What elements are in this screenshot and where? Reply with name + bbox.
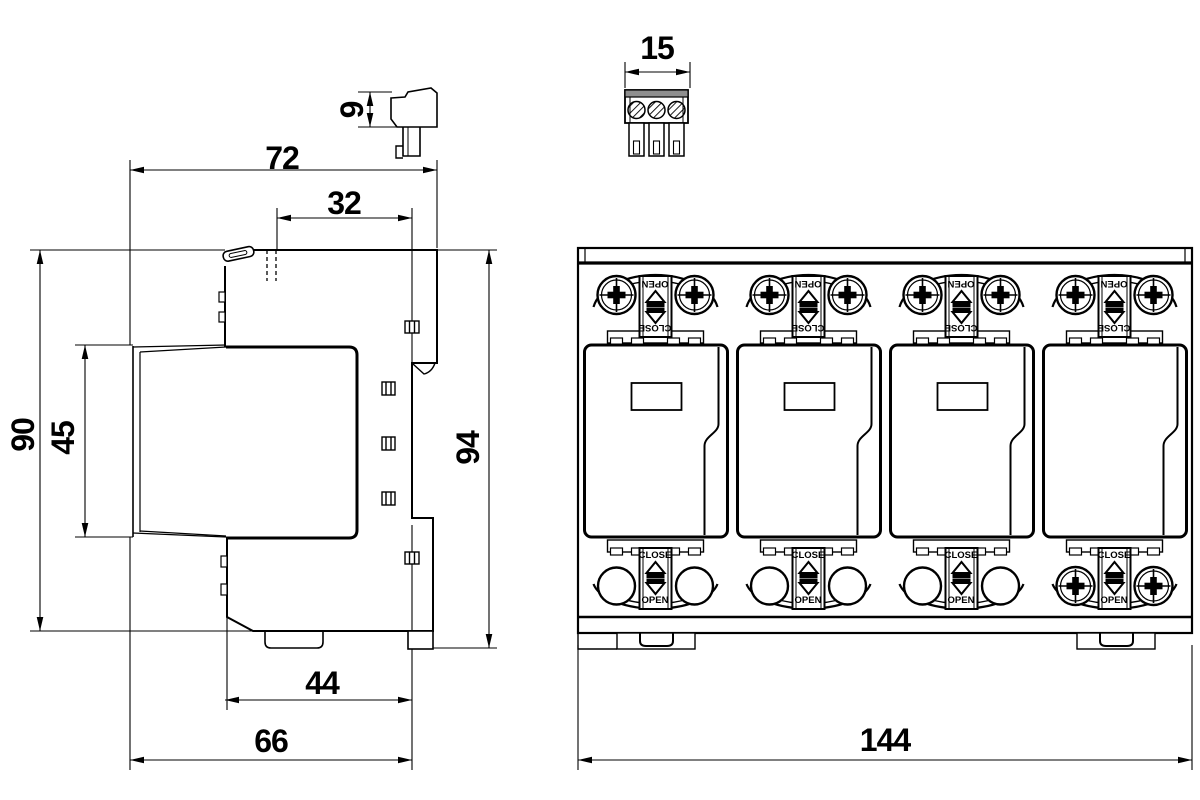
side-view-body — [218, 245, 438, 650]
side-view-module-block — [132, 344, 359, 540]
dim-label-module-height: 45 — [45, 421, 81, 455]
din-rail-clips — [577, 632, 1156, 650]
latch-close-label: CLOSE — [944, 550, 978, 561]
dim-label-side-top-offset: 32 — [327, 185, 362, 221]
latch-open-label: OPEN — [794, 278, 822, 289]
side-view-dimension-arrows — [36, 166, 493, 764]
plug-legs — [628, 122, 685, 157]
module-window — [936, 382, 989, 411]
front-module-3 — [891, 275, 1034, 609]
terminal-windows — [381, 320, 420, 565]
dim-label-height-with-feet: 94 — [450, 431, 486, 465]
latch-open-label: OPEN — [1100, 278, 1128, 289]
latch-close-label: CLOSE — [791, 322, 825, 333]
latch-close-label: CLOSE — [1097, 322, 1131, 333]
latch-open-label: OPEN — [641, 278, 669, 289]
latch-open-label: OPEN — [1100, 595, 1128, 606]
dim-label-side-height: 90 — [5, 418, 41, 452]
din-clip-detail — [358, 87, 438, 159]
dim-label-base-depth: 44 — [305, 665, 340, 701]
plug-screws — [627, 100, 686, 120]
front-module-2 — [738, 275, 881, 609]
latch-close-label: CLOSE — [791, 550, 825, 561]
side-view — [30, 160, 497, 770]
front-view — [576, 246, 1194, 770]
latch-open-label: OPEN — [794, 595, 822, 606]
dim-label-clip-height: 9 — [334, 101, 370, 119]
dim-label-front-total-width: 144 — [859, 722, 911, 758]
latch-open-label: OPEN — [947, 278, 975, 289]
dim-label-base-width: 66 — [254, 723, 289, 759]
side-view-dimension-lines — [30, 160, 497, 770]
module-window — [783, 382, 836, 411]
latch-open-label: OPEN — [641, 595, 669, 606]
latch-close-label: CLOSE — [638, 550, 672, 561]
terminal-plug-detail — [624, 62, 691, 157]
dim-label-side-total-width: 72 — [265, 140, 300, 176]
latch-close-label: CLOSE — [1097, 550, 1131, 561]
release-hook — [222, 245, 255, 262]
dim-label-plug-width: 15 — [640, 30, 675, 66]
latch-close-label: CLOSE — [638, 322, 672, 333]
latch-open-label: OPEN — [947, 595, 975, 606]
latch-close-label: CLOSE — [944, 322, 978, 333]
front-module-1 — [585, 275, 728, 609]
module-window — [630, 382, 683, 411]
